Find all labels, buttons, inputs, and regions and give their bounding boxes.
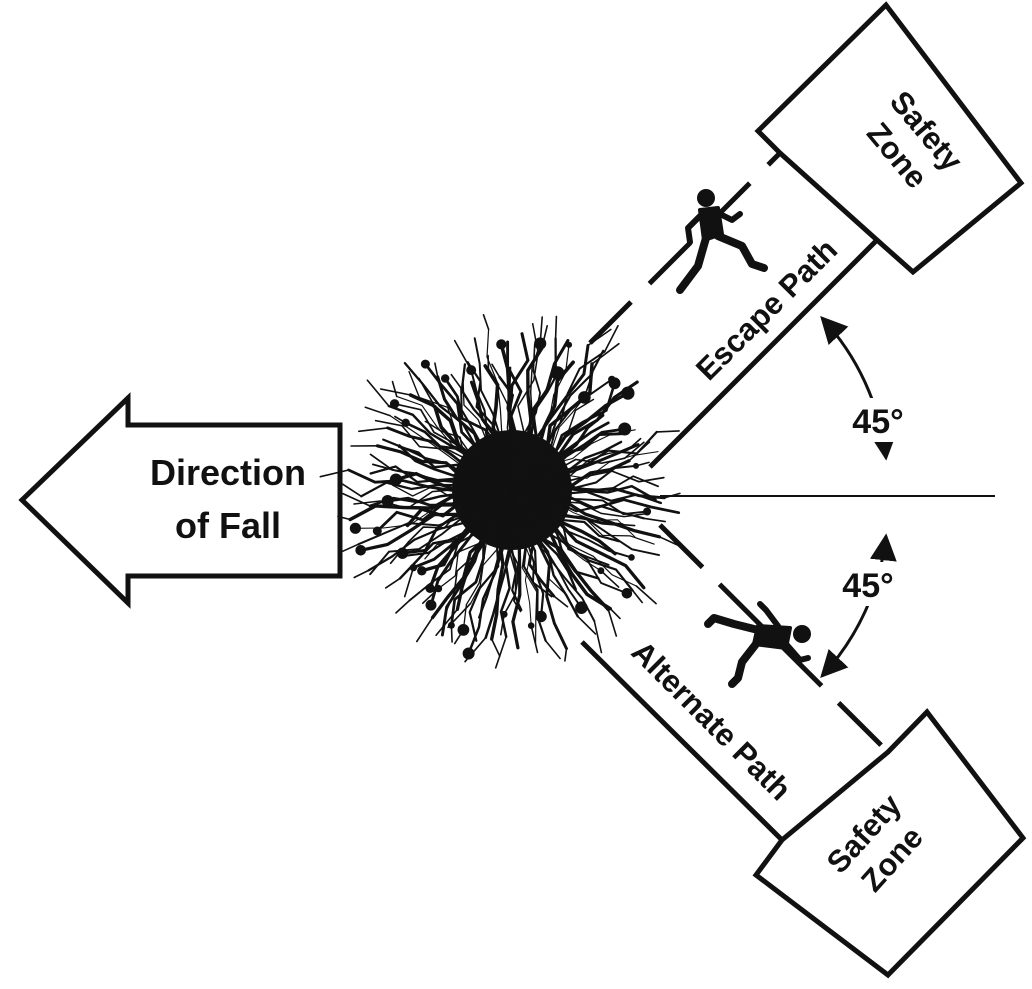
running-person-lower-icon (708, 604, 811, 684)
angle-label-lower: 45° (842, 567, 893, 605)
direction-label-line1: Direction (150, 452, 306, 493)
direction-of-fall-arrow (22, 398, 340, 603)
tree-crown-icon (320, 315, 681, 668)
running-person-upper-icon (680, 189, 764, 290)
escape-path-label: Escape Path (689, 232, 844, 387)
alternate-path-label: Alternate Path (625, 634, 798, 807)
direction-label-line2: of Fall (175, 505, 281, 546)
angle-label-upper: 45° (852, 403, 903, 441)
